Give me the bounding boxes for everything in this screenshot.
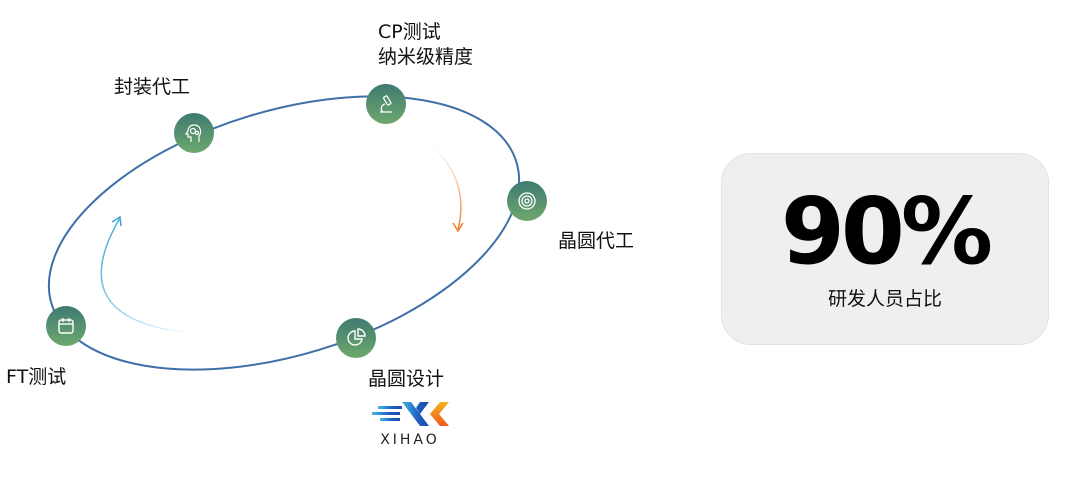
stage-node-cp[interactable] — [366, 84, 406, 124]
blue-arrowhead — [111, 215, 122, 227]
stage-label-ft: FT测试 — [6, 366, 67, 388]
logo-mark-icon — [372, 402, 449, 426]
stage-node-foundry[interactable] — [507, 181, 547, 221]
stage-label-cp-precision: 纳米级精度 — [378, 46, 474, 68]
target-icon — [518, 192, 536, 210]
cycle-ellipse — [47, 95, 521, 371]
stat-value: 90% — [780, 178, 993, 285]
stage-label-packaging: 封装代工 — [114, 76, 191, 98]
head-gears-icon — [184, 124, 202, 142]
stat-label: 研发人员占比 — [827, 288, 942, 310]
pie-chart-icon — [347, 328, 366, 346]
microscope-icon — [380, 95, 392, 113]
blue-arrow — [100, 217, 193, 334]
stage-node-packaging[interactable] — [174, 113, 214, 153]
orange-arrow — [431, 145, 462, 231]
stage-label-design: 晶圆设计 — [368, 368, 445, 390]
logo-text: XIHAO — [380, 432, 440, 448]
orange-arrowhead — [452, 222, 464, 233]
stage-label-foundry: 晶圆代工 — [558, 230, 635, 252]
xihao-logo: XIHAO — [368, 398, 452, 450]
stat-card: 90% 研发人员占比 — [721, 153, 1049, 345]
stage-label-cp: CP测试 — [378, 21, 441, 43]
calendar-icon — [58, 318, 74, 334]
stage-node-design[interactable] — [336, 318, 376, 358]
stage-node-ft[interactable] — [46, 306, 86, 346]
